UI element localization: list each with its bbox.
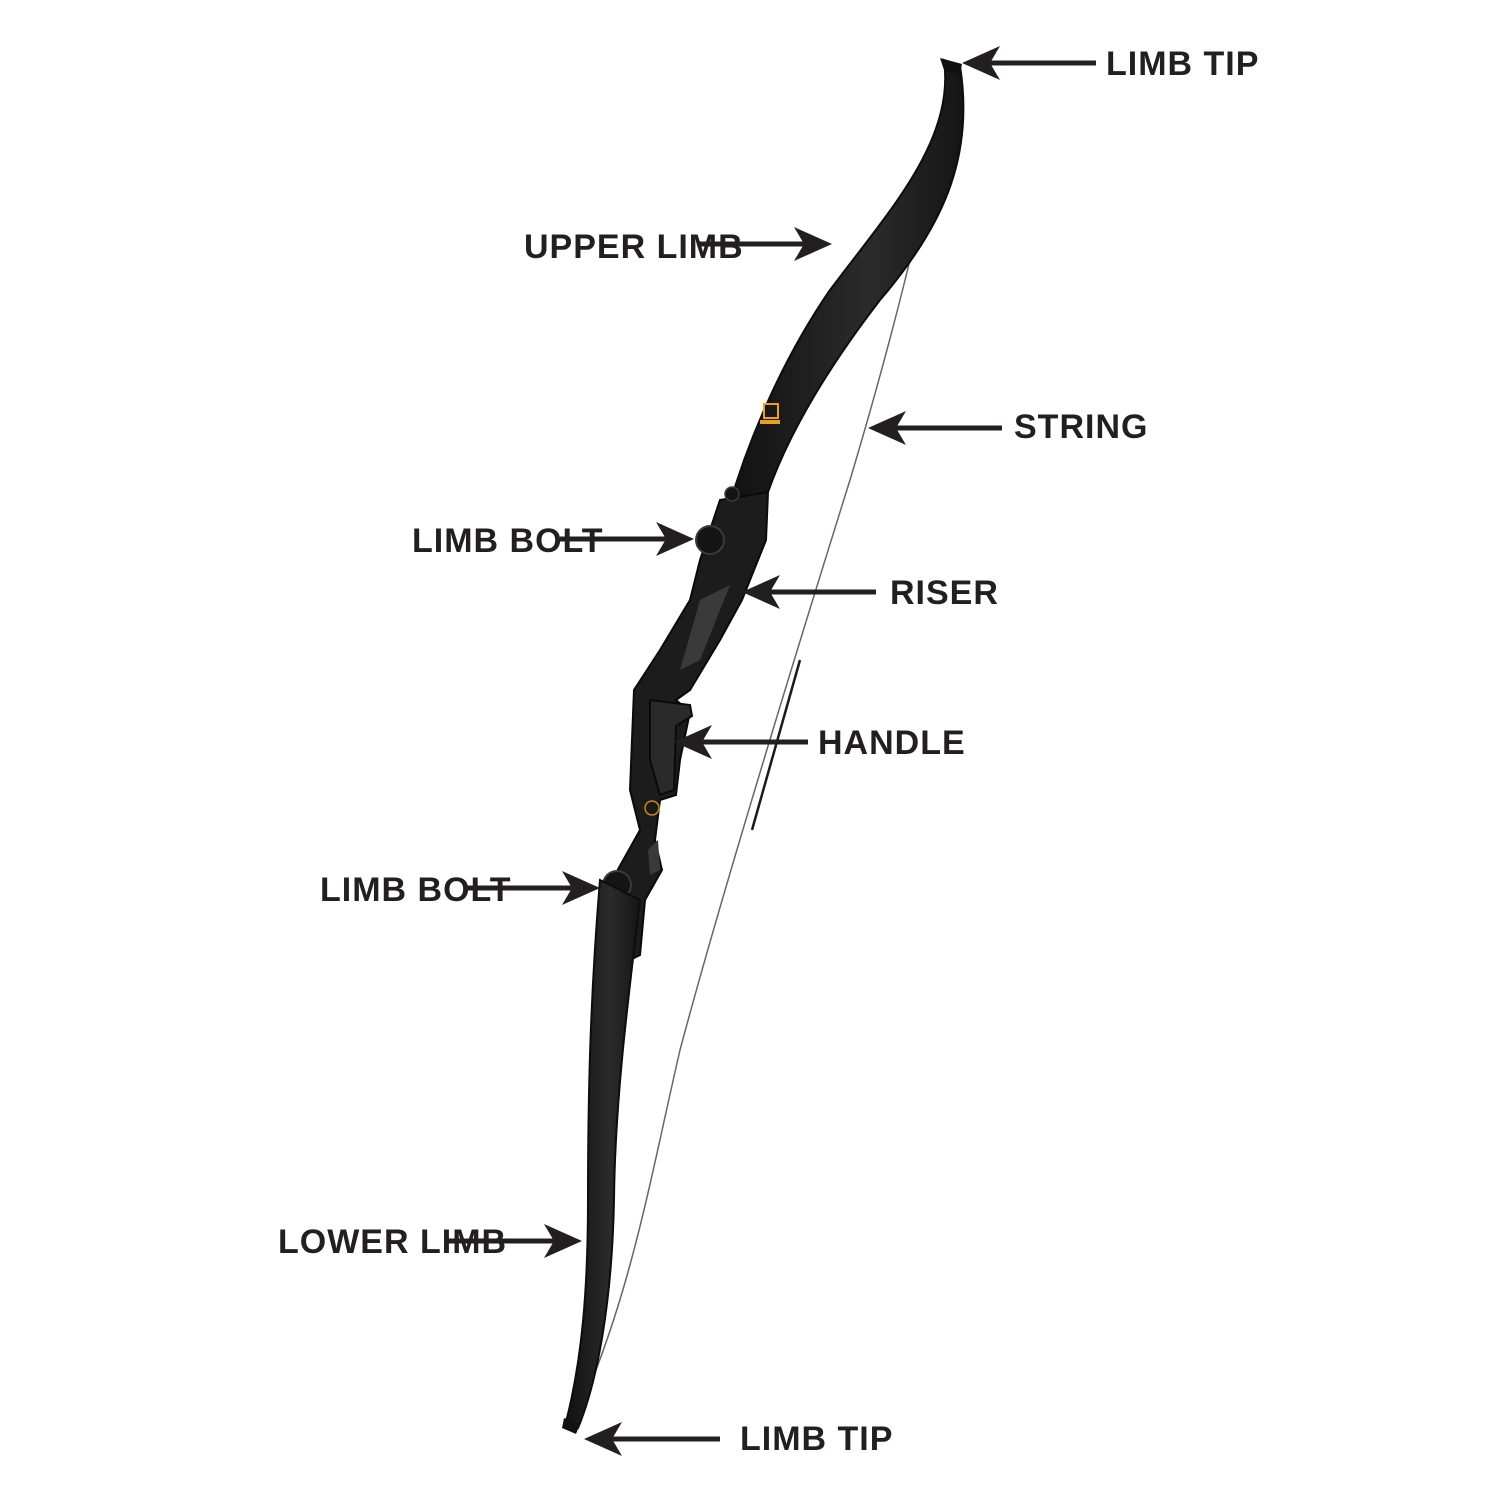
arrow-limb-tip-bottom: [584, 1422, 720, 1456]
label-handle: HANDLE: [818, 724, 966, 762]
arrow-limb-tip-top: [962, 46, 1096, 80]
riser-cutout: [680, 585, 730, 670]
riser-cutout-lower: [648, 840, 660, 875]
label-limb-tip-bottom: LIMB TIP: [740, 1420, 893, 1458]
lower-limb-tip-nock: [562, 1418, 580, 1434]
bow-string: [574, 69, 949, 1421]
label-riser: RISER: [890, 574, 999, 612]
arrow-upper-limb: [698, 227, 832, 261]
limb-logo-icon: [760, 403, 780, 424]
label-string: STRING: [1014, 408, 1148, 446]
upper-limb-shape: [726, 58, 965, 512]
arrow-lower-limb: [446, 1224, 582, 1258]
upper-limb-tip-nock: [940, 58, 962, 74]
riser-shape: [610, 490, 770, 962]
arrow-string: [868, 411, 1002, 445]
handle-grip: [649, 698, 694, 797]
label-limb-bolt-lower: LIMB BOLT: [320, 871, 512, 909]
upper-limb-bolt-icon: [695, 525, 725, 555]
string-serving: [750, 659, 802, 831]
label-limb-tip-top: LIMB TIP: [1106, 45, 1259, 83]
arrow-handle: [674, 725, 808, 759]
lower-limb-shape: [564, 878, 642, 1430]
upper-limb-screw-icon: [724, 486, 740, 502]
arrow-limb-bolt-lower: [466, 871, 600, 905]
label-upper-limb: UPPER LIMB: [524, 228, 744, 266]
arrow-limb-bolt-upper: [560, 522, 694, 556]
arrow-riser: [742, 575, 876, 609]
handle-badge-icon: [644, 800, 660, 816]
label-lower-limb: LOWER LIMB: [278, 1223, 507, 1261]
label-limb-bolt-upper: LIMB BOLT: [412, 522, 604, 560]
